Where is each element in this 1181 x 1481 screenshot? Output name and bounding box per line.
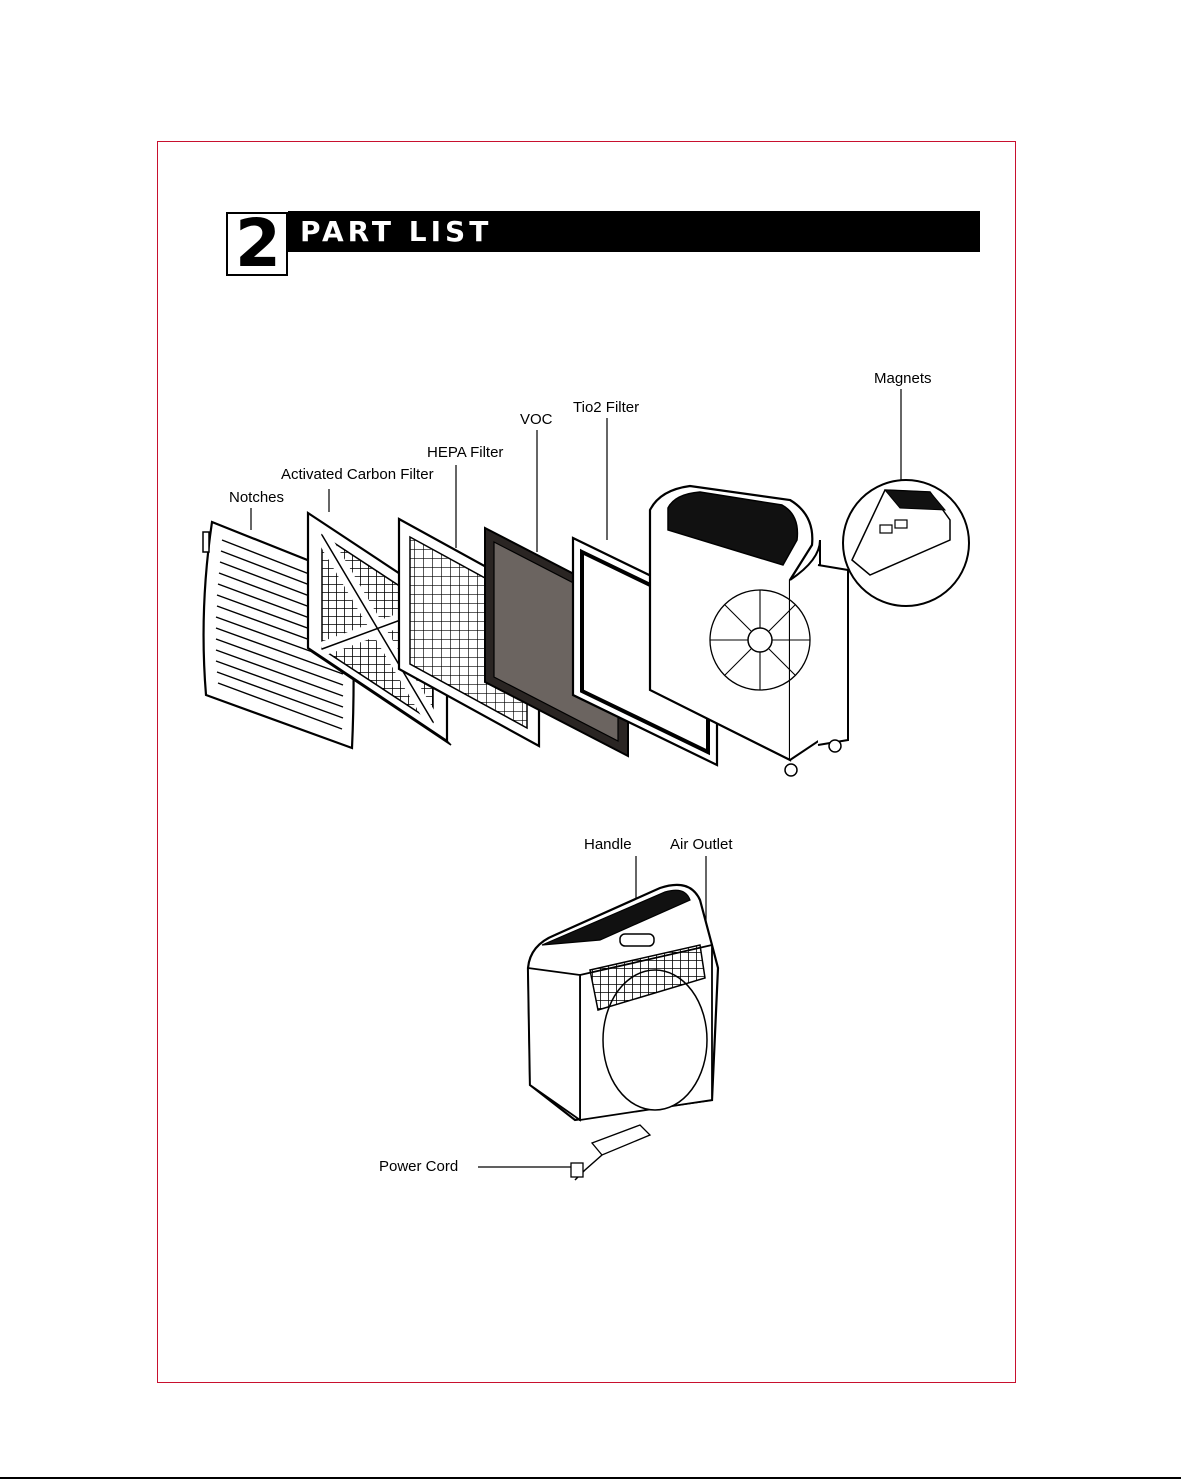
rear-view-unit xyxy=(528,885,718,1180)
magnet-detail-callout xyxy=(843,480,969,606)
